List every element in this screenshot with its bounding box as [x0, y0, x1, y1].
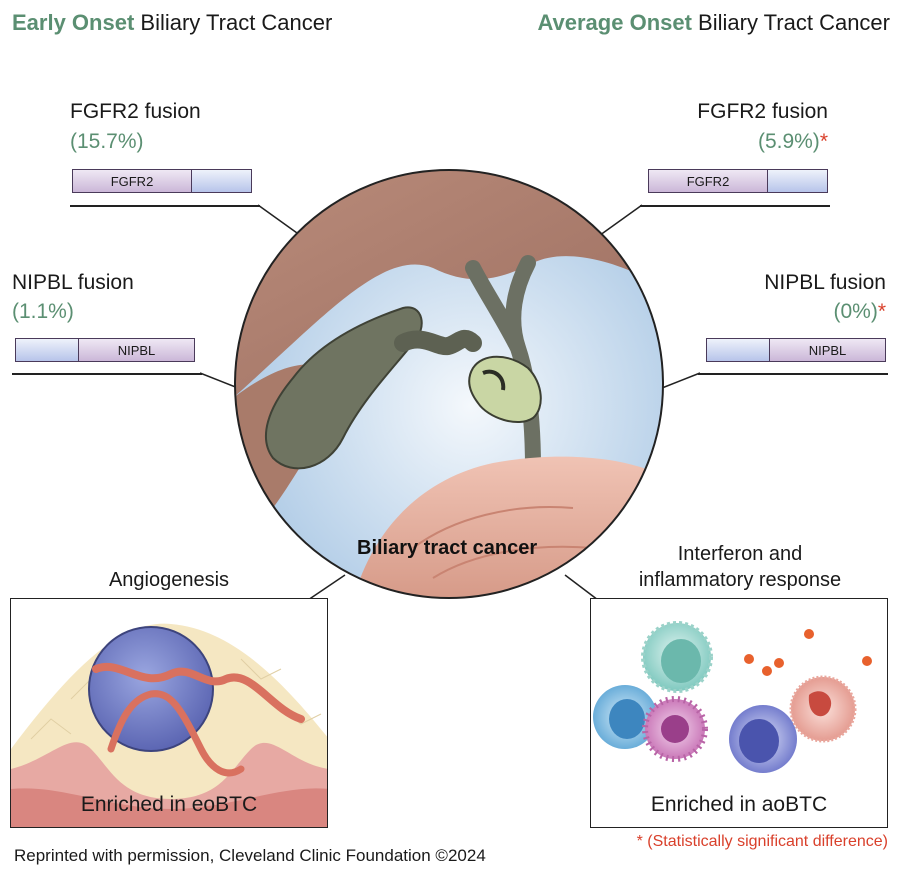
tumor-angiogenesis-illustration	[11, 599, 327, 827]
interferon-panel: Enriched in aoBTC	[590, 598, 888, 828]
connector-line	[564, 574, 599, 601]
partner-segment	[707, 339, 770, 361]
average-onset-title: Average Onset Biliary Tract Cancer	[537, 10, 890, 35]
connector-line	[595, 204, 643, 239]
early-nipbl-gene-bar: NIPBL	[15, 338, 195, 362]
early-fgfr2-label: FGFR2 fusion	[70, 100, 201, 123]
early-fgfr2-gene-bar: FGFR2	[72, 169, 252, 193]
nipbl-segment: NIPBL	[770, 339, 885, 361]
early-nipbl-label: NIPBL fusion	[12, 271, 134, 294]
average-nipbl-percent: (0%)*	[833, 300, 886, 323]
angiogenesis-panel: Enriched in eoBTC	[10, 598, 328, 828]
average-nipbl-label: NIPBL fusion	[764, 271, 886, 294]
early-fgfr2-percent: (15.7%)	[70, 130, 144, 153]
average-fgfr2-underline	[640, 205, 830, 207]
average-fgfr2-gene-bar: FGFR2	[648, 169, 828, 193]
average-fgfr2-label: FGFR2 fusion	[697, 100, 828, 123]
immune-cells-illustration	[593, 621, 872, 773]
connector-line	[307, 574, 346, 601]
angiogenesis-caption: Enriched in eoBTC	[80, 793, 258, 816]
significance-asterisk: *	[877, 300, 886, 323]
partner-segment	[768, 170, 827, 192]
interferon-title: Interferon and inflammatory response	[638, 543, 842, 591]
early-fgfr2-underline	[70, 205, 260, 207]
average-nipbl-gene-bar: NIPBL	[706, 338, 886, 362]
center-label: Biliary tract cancer	[357, 537, 538, 559]
early-nipbl-percent: (1.1%)	[12, 300, 74, 323]
significance-asterisk: *	[819, 130, 828, 153]
fgfr2-segment: FGFR2	[73, 170, 192, 192]
partner-segment	[16, 339, 79, 361]
nipbl-segment: NIPBL	[79, 339, 194, 361]
connector-line	[257, 204, 305, 239]
connector-line	[661, 372, 701, 389]
significance-footnote: * (Statistically significant difference)	[636, 833, 888, 850]
interferon-caption: Enriched in aoBTC	[650, 793, 828, 816]
average-nipbl-underline	[698, 373, 888, 375]
early-onset-title: Early Onset Biliary Tract Cancer	[12, 10, 333, 35]
biliary-anatomy-illustration	[234, 169, 664, 599]
connector-line	[199, 372, 239, 389]
copyright-credit: Reprinted with permission, Cleveland Cli…	[14, 846, 486, 865]
average-fgfr2-percent: (5.9%)*	[757, 130, 828, 153]
partner-segment	[192, 170, 251, 192]
fgfr2-segment: FGFR2	[649, 170, 768, 192]
angiogenesis-title: Angiogenesis	[108, 569, 230, 591]
early-nipbl-underline	[12, 373, 202, 375]
